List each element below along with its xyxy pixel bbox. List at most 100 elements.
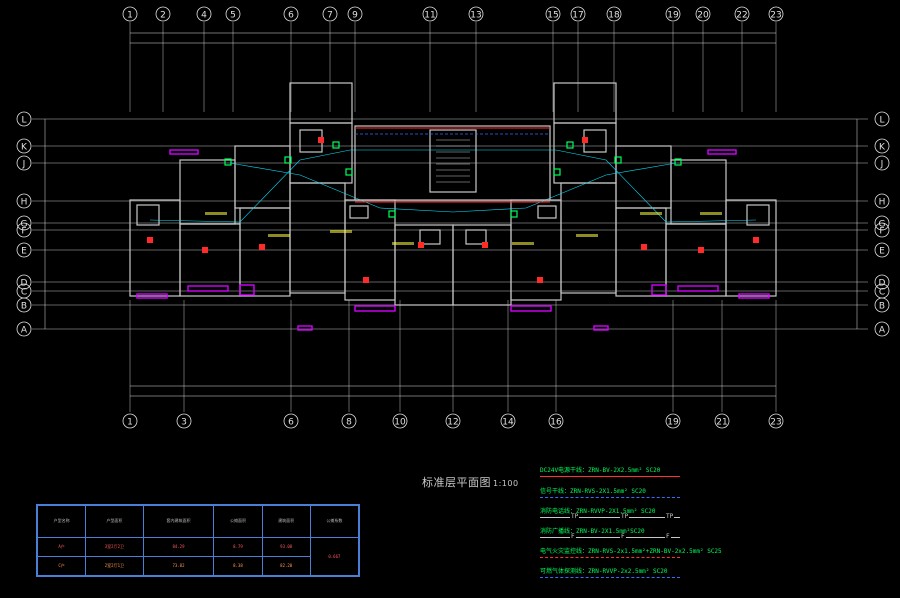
axis-number: 5	[230, 11, 236, 21]
axis-bubble	[122, 413, 138, 429]
table-cell: 73.82	[142, 555, 215, 577]
window	[169, 149, 199, 155]
table-header-row: 户型名称 户型面积 套内建筑面积 公摊面积 建筑面积 公摊系数	[36, 505, 360, 538]
axis-bubble	[225, 6, 241, 22]
axis-number: 1	[127, 418, 133, 428]
axis-bubble	[422, 6, 438, 22]
balcony-wall	[289, 82, 353, 124]
table-cell: 93.08	[261, 536, 311, 557]
axis-bubble	[665, 413, 681, 429]
fixture	[136, 204, 160, 226]
room-label-mark	[268, 234, 290, 237]
axis-bubble	[16, 274, 32, 290]
axis-number: 8	[346, 418, 352, 428]
axis-bubble	[874, 274, 890, 290]
table-header: 户型面积	[85, 505, 144, 538]
axis-letter: A	[21, 326, 28, 336]
axis-bubble	[548, 413, 564, 429]
axis-number: 14	[502, 418, 514, 428]
axis-bubble	[16, 155, 32, 171]
wiring-route	[453, 149, 757, 223]
living-room-wall	[179, 223, 241, 297]
axis-number: 21	[716, 418, 727, 428]
detector-symbol	[224, 158, 232, 166]
room-label-mark	[330, 230, 352, 233]
room-wall	[394, 224, 454, 306]
device-symbol	[537, 277, 543, 283]
wiring-route	[452, 162, 677, 213]
axis-bubble	[874, 242, 890, 258]
axis-letter: J	[22, 160, 26, 170]
legend-line-tag: TP	[570, 513, 580, 520]
axis-bubble	[392, 413, 408, 429]
room-label-mark	[392, 242, 414, 245]
room-label-mark	[576, 234, 598, 237]
table-cell: A户	[36, 536, 87, 557]
device-symbol	[147, 237, 153, 243]
device-symbol	[482, 242, 488, 248]
axis-number: 15	[547, 11, 558, 21]
device-symbol	[363, 277, 369, 283]
axis-letter: A	[879, 326, 886, 336]
stair-wall	[553, 122, 617, 184]
axis-number: 9	[352, 11, 358, 21]
axis-bubble	[768, 6, 784, 22]
table-cell: 8.38	[213, 555, 263, 577]
legend-line-sample	[540, 537, 680, 538]
legend-line-tag: TP	[620, 513, 630, 520]
coefficient-cell: 0.667	[309, 536, 360, 577]
window	[187, 285, 229, 292]
axis-number: 18	[608, 11, 620, 21]
axis-number: 23	[770, 418, 781, 428]
table-cell: C户	[36, 555, 87, 577]
wiring-route	[229, 162, 454, 213]
room-label-mark	[205, 212, 227, 215]
axis-bubble	[341, 413, 357, 429]
legend-item: 信号干线：ZRN-RVS-2X1.5mm² SC20	[540, 486, 680, 498]
legend-label: 电气火灾监控线：ZRN-RVS-2x1.5mm²+ZRN-BV-2x2.5mm²…	[540, 548, 722, 555]
axis-bubble	[16, 321, 32, 337]
axis-number: 2	[160, 11, 166, 21]
legend-line-sample	[540, 577, 680, 578]
table-cell: 8.79	[213, 536, 263, 557]
axis-letter: H	[21, 198, 28, 208]
axis-bubble	[874, 222, 890, 238]
axis-grid	[32, 22, 868, 412]
window	[510, 305, 552, 312]
legend-item: DC24V电源干线：ZRN-BV-2X2.5mm² SC20	[540, 465, 680, 477]
window	[593, 325, 609, 331]
detector-symbol	[284, 156, 292, 164]
device-symbol	[259, 244, 265, 250]
table-header: 公摊系数	[309, 505, 360, 538]
fixture	[419, 229, 441, 245]
table-cell: 2室2厅1卫	[85, 555, 144, 577]
axis-number: 22	[736, 11, 747, 21]
wiring-route	[149, 149, 453, 223]
axis-bubble	[16, 215, 32, 231]
floor-plan	[129, 82, 777, 331]
device-symbol	[202, 247, 208, 253]
detector-symbol	[553, 168, 561, 176]
stair-wall	[289, 122, 353, 184]
window	[354, 305, 396, 312]
corridor	[354, 125, 551, 201]
detector-symbol	[345, 168, 353, 176]
drawing-scale: 1:100	[493, 479, 519, 488]
axis-letter: L	[879, 116, 884, 126]
unit-area-table: 户型名称 户型面积 套内建筑面积 公摊面积 建筑面积 公摊系数 A户 3室2厅2…	[36, 504, 360, 577]
detector-symbol	[614, 156, 622, 164]
axis-number: 19	[667, 418, 679, 428]
legend-label: 可燃气体探测线：ZRN-RVVP-2x2.5mm² SC20	[540, 568, 668, 575]
axis-bubble	[665, 6, 681, 22]
stairwell	[429, 129, 477, 193]
window	[136, 293, 168, 299]
bedroom-wall	[289, 182, 346, 294]
axis-bubble	[714, 413, 730, 429]
axis-number: 4	[201, 11, 207, 21]
legend-line-sample	[540, 517, 680, 518]
table-header: 户型名称	[36, 505, 87, 538]
table-row: C户 2室2厅1卫 73.82 8.38 82.20	[36, 555, 359, 577]
axis-bubble	[122, 6, 138, 22]
